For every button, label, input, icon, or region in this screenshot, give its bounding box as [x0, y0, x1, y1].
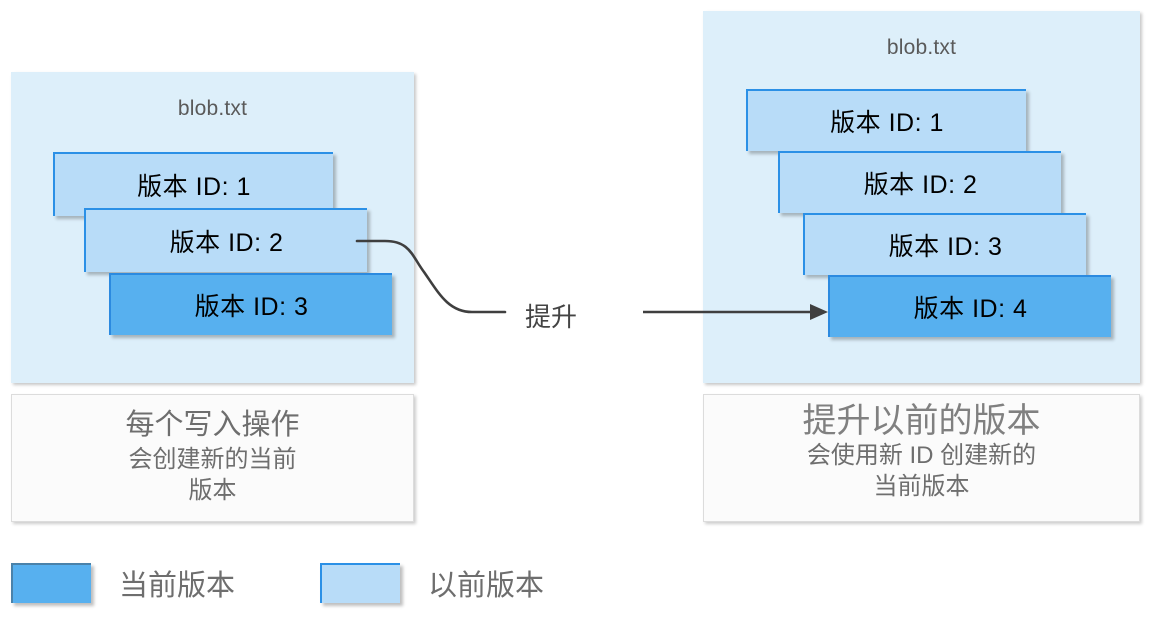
legend-swatch-previous-icon — [320, 563, 400, 603]
left-version-1-label: 版本 ID: 1 — [137, 173, 251, 201]
right-caption-box: 提升以前的版本 会使用新 ID 创建新的 当前版本 — [703, 394, 1140, 522]
left-version-2: 版本 ID: 2 — [84, 208, 367, 272]
right-version-2: 版本 ID: 2 — [778, 151, 1061, 213]
right-caption-headline: 提升以前的版本 — [802, 402, 1041, 440]
legend-label-current: 当前版本 — [119, 570, 236, 602]
left-caption-line-3: 版本 — [188, 477, 237, 504]
right-file-label: blob.txt — [886, 36, 957, 59]
promote-label: 提升 — [525, 302, 578, 332]
left-caption-line-2: 会创建新的当前 — [128, 446, 297, 473]
legend-label-previous: 以前版本 — [428, 570, 545, 602]
left-version-1: 版本 ID: 1 — [53, 152, 333, 216]
left-version-2-label: 版本 ID: 2 — [169, 229, 284, 257]
right-file-container: blob.txt 版本 ID: 1 版本 ID: 2 版本 ID: 3 版本 I… — [703, 11, 1140, 383]
left-version-3-label: 版本 ID: 3 — [194, 293, 309, 321]
legend-item-previous: 以前版本 — [320, 562, 544, 604]
right-caption-line-1: 会使用新 ID 创建新的 — [806, 442, 1037, 469]
right-version-1: 版本 ID: 1 — [746, 89, 1026, 151]
right-version-2-label: 版本 ID: 2 — [863, 171, 978, 199]
legend-swatch-current-icon — [11, 563, 91, 603]
right-version-3: 版本 ID: 3 — [803, 213, 1086, 275]
right-version-3-label: 版本 ID: 3 — [888, 233, 1003, 261]
right-version-4-label: 版本 ID: 4 — [913, 295, 1028, 323]
left-version-3: 版本 ID: 3 — [109, 273, 392, 335]
legend-item-current: 当前版本 — [11, 562, 235, 604]
left-caption-box: 每个写入操作 会创建新的当前 版本 — [11, 394, 414, 522]
right-caption-line-2: 当前版本 — [873, 473, 970, 500]
left-file-label: blob.txt — [177, 97, 248, 120]
right-version-1-label: 版本 ID: 1 — [830, 109, 944, 137]
left-caption-line-1: 每个写入操作 — [125, 409, 300, 441]
right-version-4: 版本 ID: 4 — [828, 275, 1111, 337]
left-file-container: blob.txt 版本 ID: 1 版本 ID: 2 版本 ID: 3 — [11, 72, 414, 383]
